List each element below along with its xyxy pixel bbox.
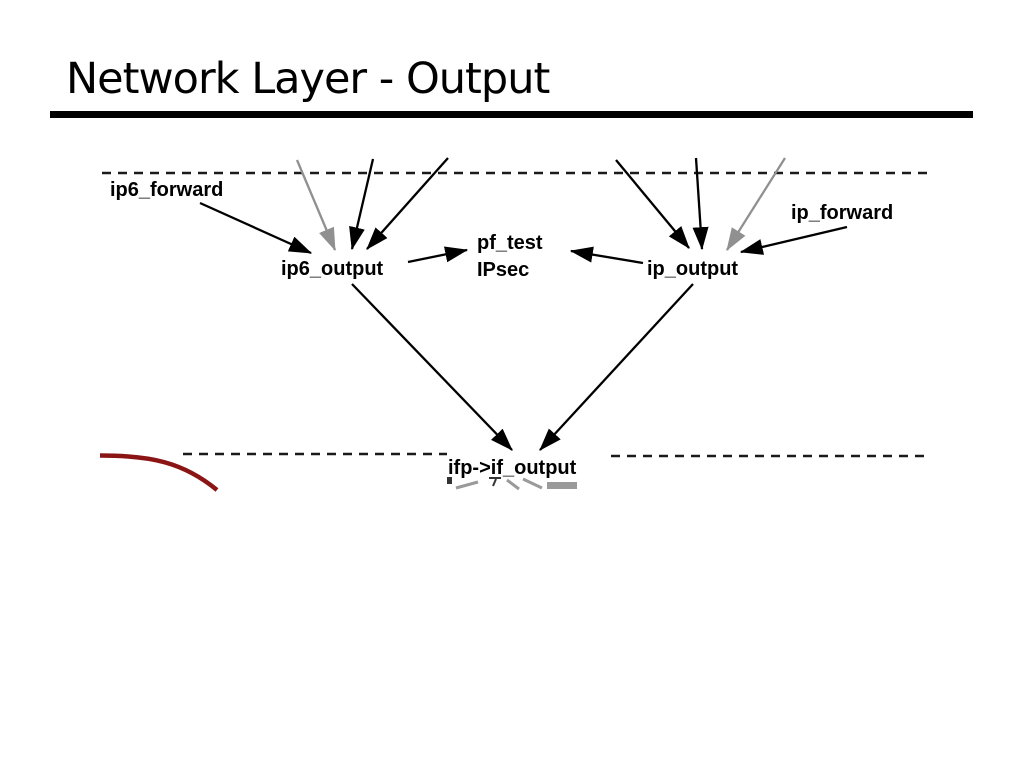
title-underline	[50, 111, 973, 118]
arrows-into-pf-test	[407, 246, 644, 265]
edge-ipoutput-to-pftest	[569, 246, 644, 265]
node-ip6-output: ip6_output	[281, 258, 384, 280]
edge-gray-to-ip6output	[295, 159, 337, 252]
node-pf-test-line2: IPsec	[477, 259, 530, 281]
edge-ipforward-to-ipoutput	[739, 225, 848, 255]
edge-ipoutput-to-ifoutput	[539, 283, 694, 451]
edge-upper2-to-ip6output	[366, 157, 449, 250]
edge-ip6output-to-pftest	[407, 246, 469, 264]
edge-ip6output-to-ifoutput	[351, 283, 513, 451]
red-curve-arc	[99, 453, 219, 492]
node-ifp-if-output: ifp->if_output	[448, 457, 577, 479]
cropped-artifact-marks	[447, 477, 577, 491]
arrows-into-ip6-output	[199, 157, 449, 255]
node-ip6-forward: ip6_forward	[110, 179, 224, 201]
node-ip-output: ip_output	[647, 258, 739, 280]
edge-upper1-to-ip6output	[349, 158, 375, 251]
edge-gray-to-ipoutput	[726, 157, 786, 251]
lower-layer-boundary-dashed-line	[183, 452, 928, 458]
edge-upper3-to-ipoutput	[615, 159, 690, 249]
node-pf-test-ipsec: pf_test IPsec	[477, 230, 543, 284]
arrows-into-ip-output	[615, 157, 848, 255]
edge-upper4-to-ipoutput	[692, 157, 709, 251]
node-pf-test-line1: pf_test	[477, 232, 543, 254]
edge-ip6forward-to-ip6output	[199, 201, 313, 255]
page-title: Network Layer - Output	[66, 54, 550, 104]
arrows-into-if-output	[351, 283, 694, 451]
node-ip-forward: ip_forward	[791, 202, 894, 224]
